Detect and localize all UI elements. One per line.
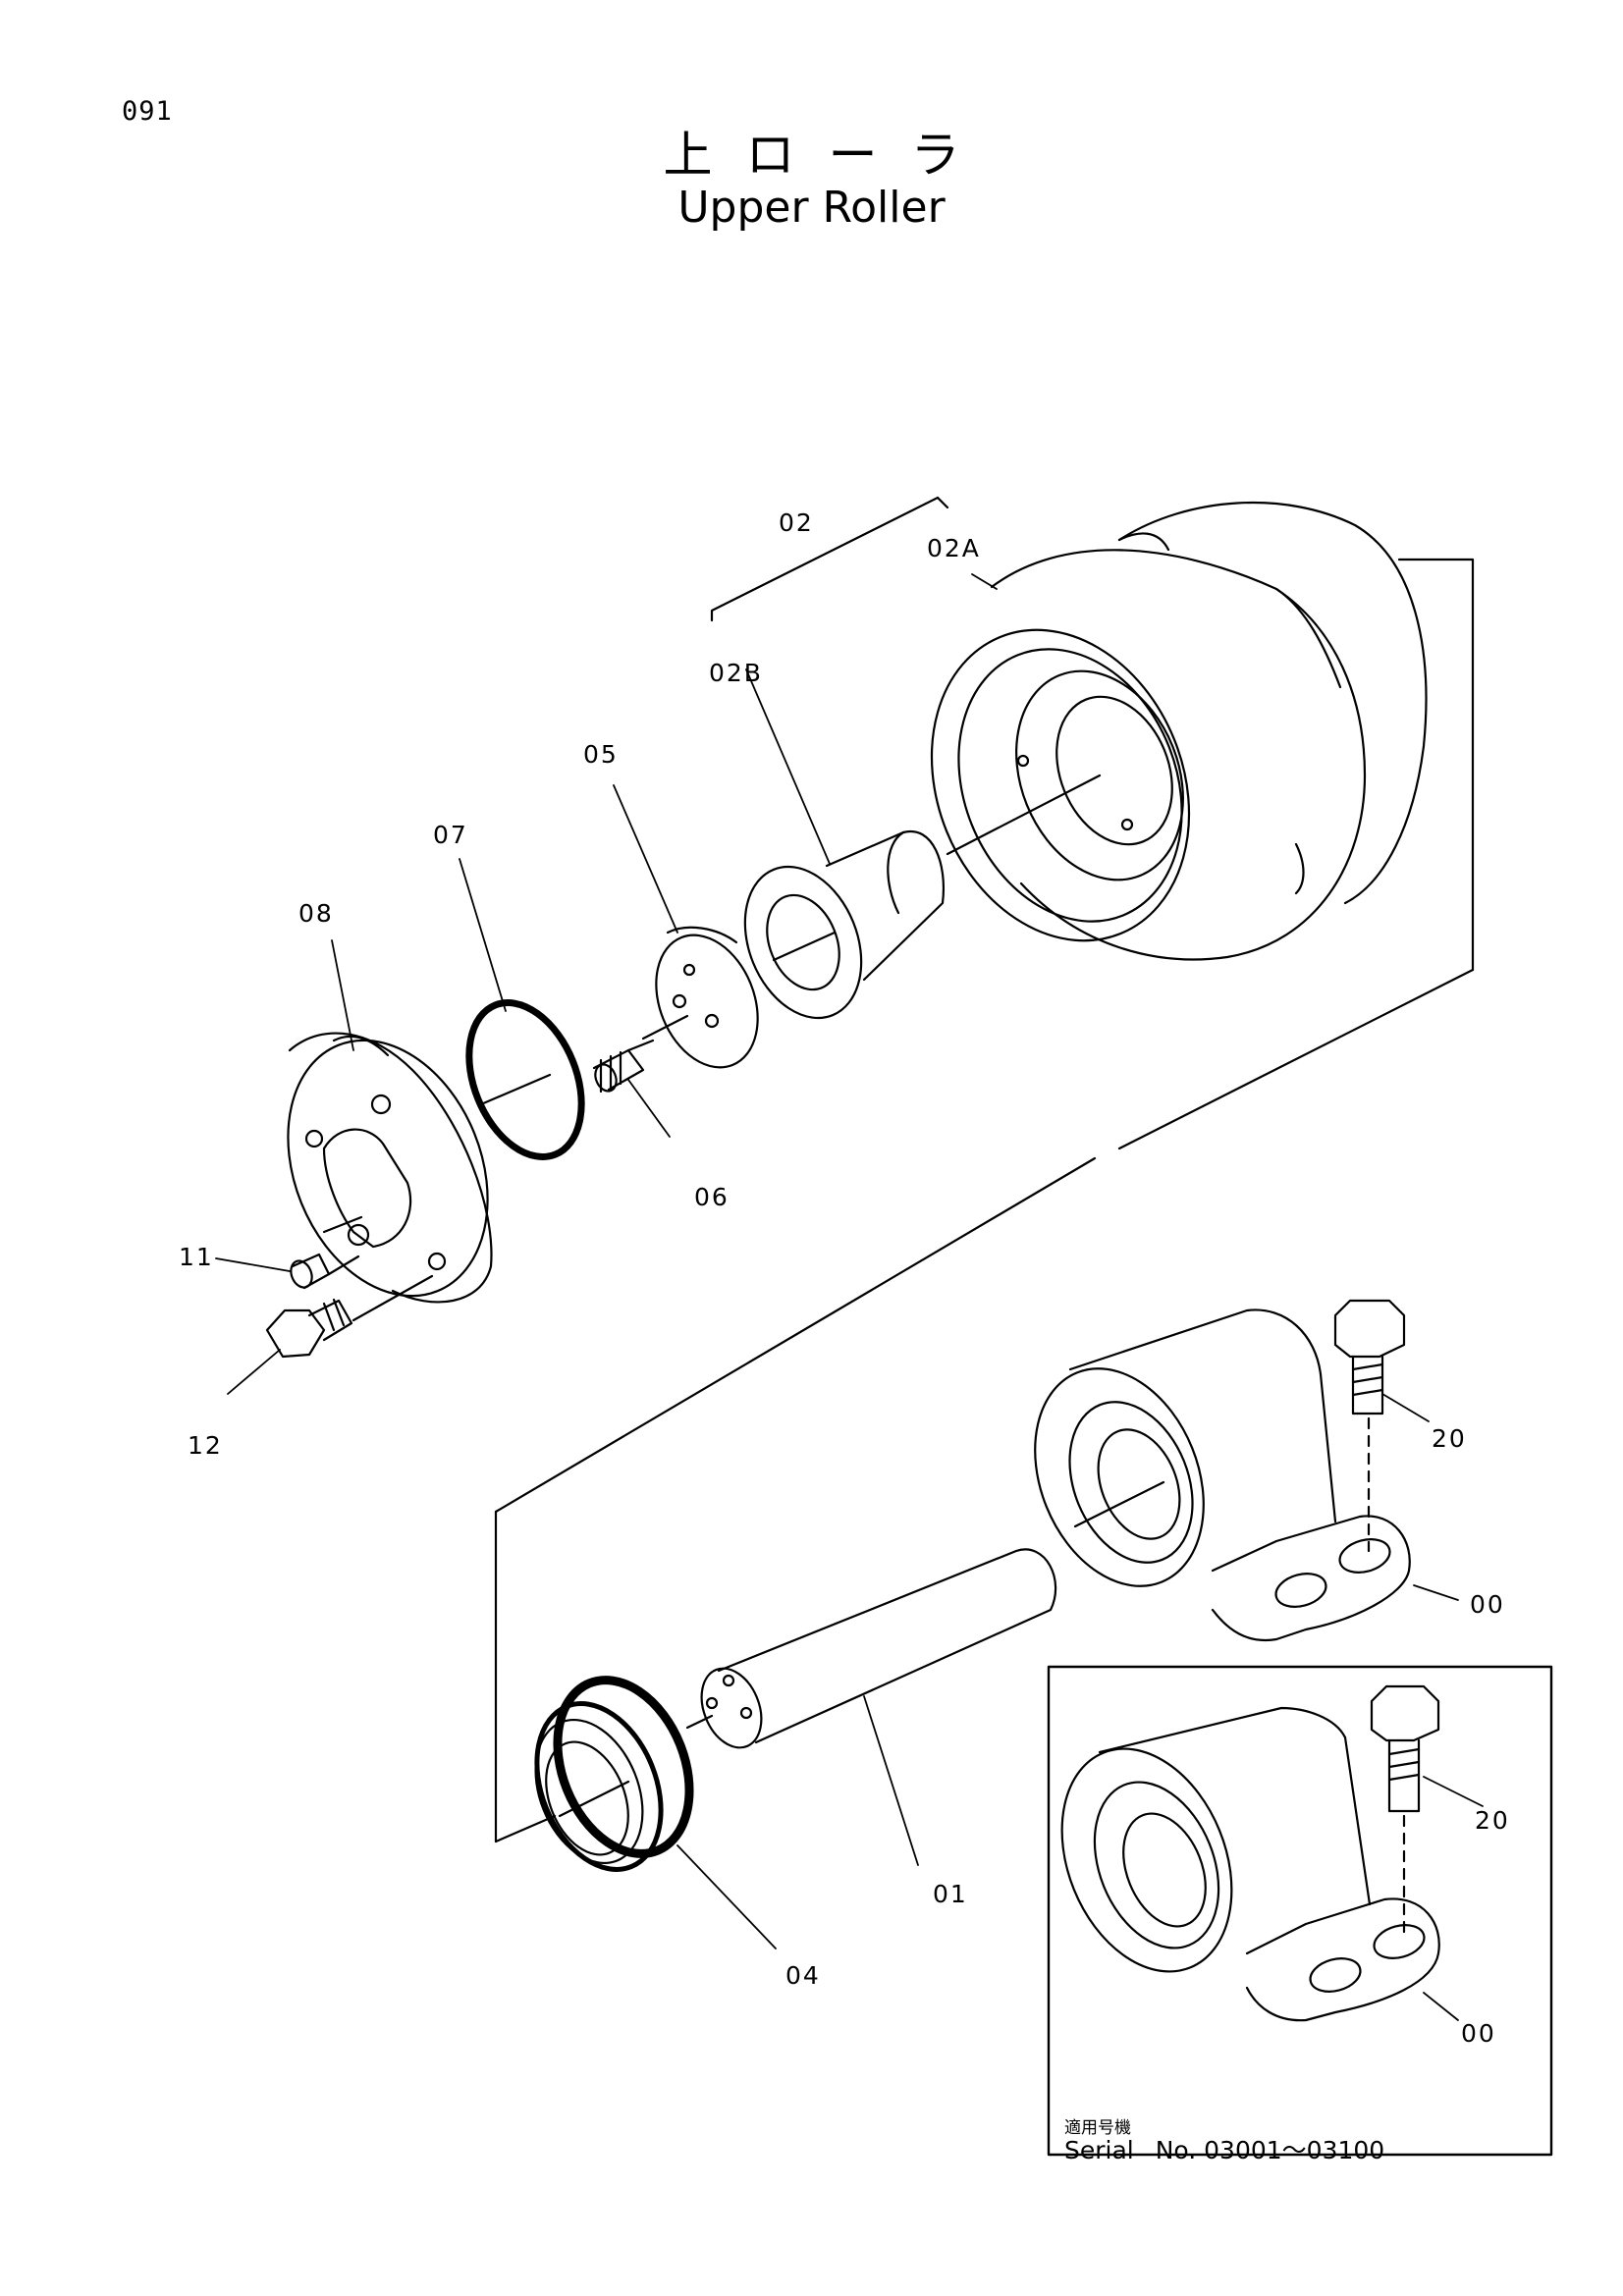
inset-applicable-models-label: 適用号機 [1064,2118,1131,2138]
part-label-08: 08 [298,899,334,928]
title-japanese: 上ローラ [663,127,994,184]
shaft-01 [685,1548,1057,1749]
part-label-04: 04 [785,1961,821,1990]
bushing-02b [743,774,1102,1020]
part-label-20: 20 [1432,1424,1467,1453]
part-label-02a: 02A [927,534,981,562]
socket-screw-06 [592,1039,655,1094]
inset-frame [1047,1665,1553,2157]
part-label-02: 02 [779,508,814,537]
inset-serial-range: Serial No. 03001〜03100 [1064,2131,1384,2166]
assembly-outline [494,558,1475,1843]
inset-support-bracket-00 [1060,1706,1440,2022]
group-bracket-02 [710,496,949,622]
part-label-00: 00 [1470,1590,1505,1619]
part-label-07: 07 [433,821,468,849]
page-number: 091 [122,96,173,127]
part-label-05: 05 [583,740,619,769]
part-label-06: 06 [694,1183,730,1211]
serial-number-range: No. 03001〜03100 [1155,2136,1385,2164]
part-label-01: 01 [933,1880,968,1908]
o-ring-07 [465,999,585,1160]
end-cover-08 [287,1032,493,1304]
inset-part-label-00: 00 [1461,2019,1496,2048]
part-label-11: 11 [179,1243,214,1271]
title-english: Upper Roller [677,183,946,233]
roller-shell-02a [930,502,1428,961]
serial-label: Serial [1064,2136,1134,2164]
inset-bolt-20 [1370,1684,1440,1941]
support-bracket-00 [1034,1308,1411,1642]
leader-lines [215,573,1484,2021]
floating-seal-04 [534,1676,694,1872]
thrust-plate-05 [641,926,759,1069]
bolt-20 [1333,1299,1406,1553]
hex-bolt-12 [265,1274,434,1359]
part-label-02b: 02B [709,659,763,687]
set-screw-11 [290,1253,360,1290]
inset-part-label-20: 20 [1475,1806,1510,1835]
part-label-12: 12 [188,1431,223,1460]
